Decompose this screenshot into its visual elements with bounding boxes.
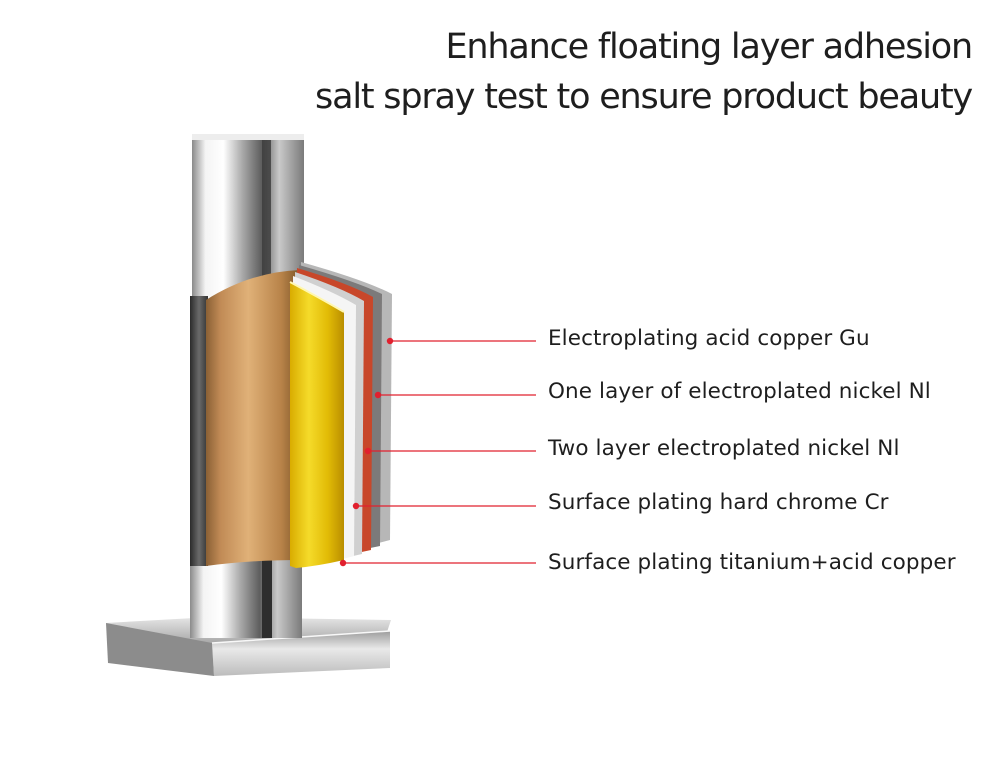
headline: Enhance floating layer adhesion salt spr… <box>315 22 973 122</box>
leader-dot-5 <box>339 559 347 567</box>
layer-label-titanium-copper: Surface plating titanium+acid copper <box>548 550 956 575</box>
inner-core <box>190 296 208 566</box>
layer-label-hard-chrome: Surface plating hard chrome Cr <box>548 490 889 515</box>
leader-lines <box>339 337 536 567</box>
layer-label-nickel-two: Two layer electroplated nickel Nl <box>548 436 900 461</box>
leader-dot-4 <box>352 502 360 510</box>
leader-dot-3 <box>364 447 372 455</box>
leader-dot-1 <box>386 337 394 345</box>
headline-line-2: salt spray test to ensure product beauty <box>315 77 973 117</box>
copper-core <box>206 270 300 566</box>
headline-line-1: Enhance floating layer adhesion <box>445 27 973 67</box>
lower-stem <box>190 560 302 638</box>
layer-label-acid-copper: Electroplating acid copper Gu <box>548 326 870 351</box>
leader-dot-2 <box>374 391 382 399</box>
layer-label-nickel-one: One layer of electroplated nickel Nl <box>548 379 931 404</box>
peeled-layers <box>289 262 392 568</box>
